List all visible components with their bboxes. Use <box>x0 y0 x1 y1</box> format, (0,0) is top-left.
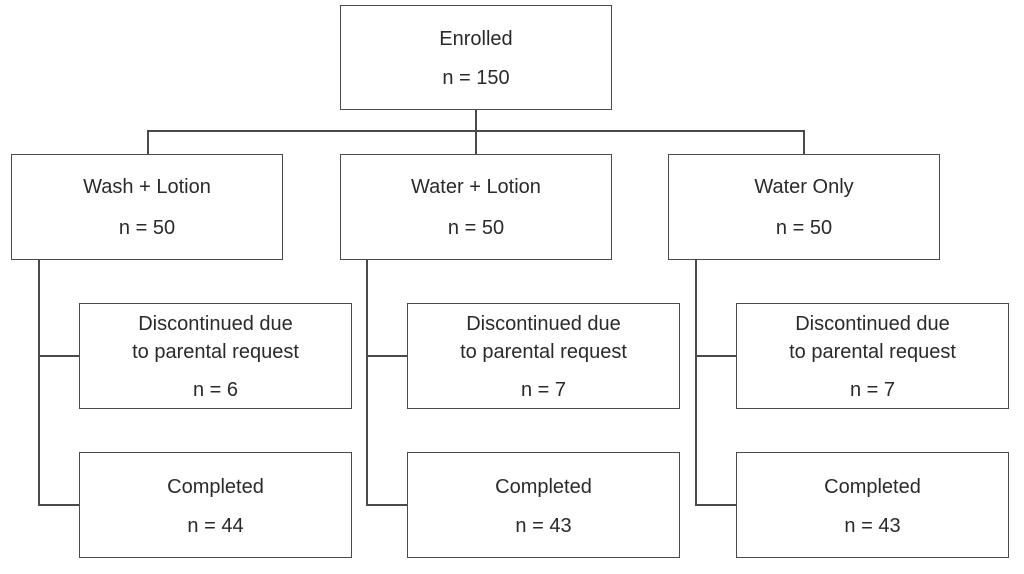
completed-title: Completed <box>495 476 592 498</box>
completed-count: n = 43 <box>515 515 572 537</box>
enrolled-title: Enrolled <box>439 28 513 50</box>
arm-3-vertical-connector <box>695 260 697 505</box>
discontinued-box-water-lotion: Discontinued due to parental request n =… <box>407 303 680 409</box>
enrolled-stem-connector <box>475 109 477 131</box>
arm-2-discontinued-branch <box>366 355 408 357</box>
arm-title: Water Only <box>754 176 854 198</box>
completed-title: Completed <box>824 476 921 498</box>
arm-count: n = 50 <box>775 217 833 239</box>
arm-title: Wash + Lotion <box>83 176 211 198</box>
discontinued-line-2: to parental request <box>132 341 299 363</box>
completed-title: Completed <box>167 476 264 498</box>
completed-box-water-only: Completed n = 43 <box>736 452 1009 558</box>
completed-box-water-lotion: Completed n = 43 <box>407 452 680 558</box>
arm-1-drop-connector <box>147 130 149 154</box>
completed-box-wash-lotion: Completed n = 44 <box>79 452 352 558</box>
arm-3-drop-connector <box>803 130 805 154</box>
arm-3-completed-branch <box>695 504 737 506</box>
discontinued-line-2: to parental request <box>789 341 956 363</box>
enrolled-box: Enrolled n = 150 <box>340 5 612 110</box>
discontinued-count: n = 6 <box>192 379 239 401</box>
arm-1-vertical-connector <box>38 260 40 505</box>
discontinued-count: n = 7 <box>849 379 896 401</box>
arm-2-vertical-connector <box>366 260 368 505</box>
arm-3-discontinued-branch <box>695 355 737 357</box>
arm-count: n = 50 <box>118 217 176 239</box>
discontinued-line-1: Discontinued due <box>466 313 621 335</box>
arm-2-completed-branch <box>366 504 408 506</box>
arm-box-wash-lotion: Wash + Lotion n = 50 <box>11 154 283 260</box>
enrolled-count: n = 150 <box>442 67 510 89</box>
discontinued-box-wash-lotion: Discontinued due to parental request n =… <box>79 303 352 409</box>
arm-title: Water + Lotion <box>411 176 541 198</box>
discontinued-count: n = 7 <box>520 379 567 401</box>
discontinued-line-1: Discontinued due <box>138 313 293 335</box>
arm-1-completed-branch <box>38 504 80 506</box>
discontinued-box-water-only: Discontinued due to parental request n =… <box>736 303 1009 409</box>
arm-box-water-lotion: Water + Lotion n = 50 <box>340 154 612 260</box>
completed-count: n = 43 <box>844 515 901 537</box>
arm-count: n = 50 <box>447 217 505 239</box>
arm-box-water-only: Water Only n = 50 <box>668 154 940 260</box>
arm-2-drop-connector <box>475 130 477 154</box>
completed-count: n = 44 <box>187 515 244 537</box>
discontinued-line-2: to parental request <box>460 341 627 363</box>
arm-1-discontinued-branch <box>38 355 80 357</box>
discontinued-line-1: Discontinued due <box>795 313 950 335</box>
